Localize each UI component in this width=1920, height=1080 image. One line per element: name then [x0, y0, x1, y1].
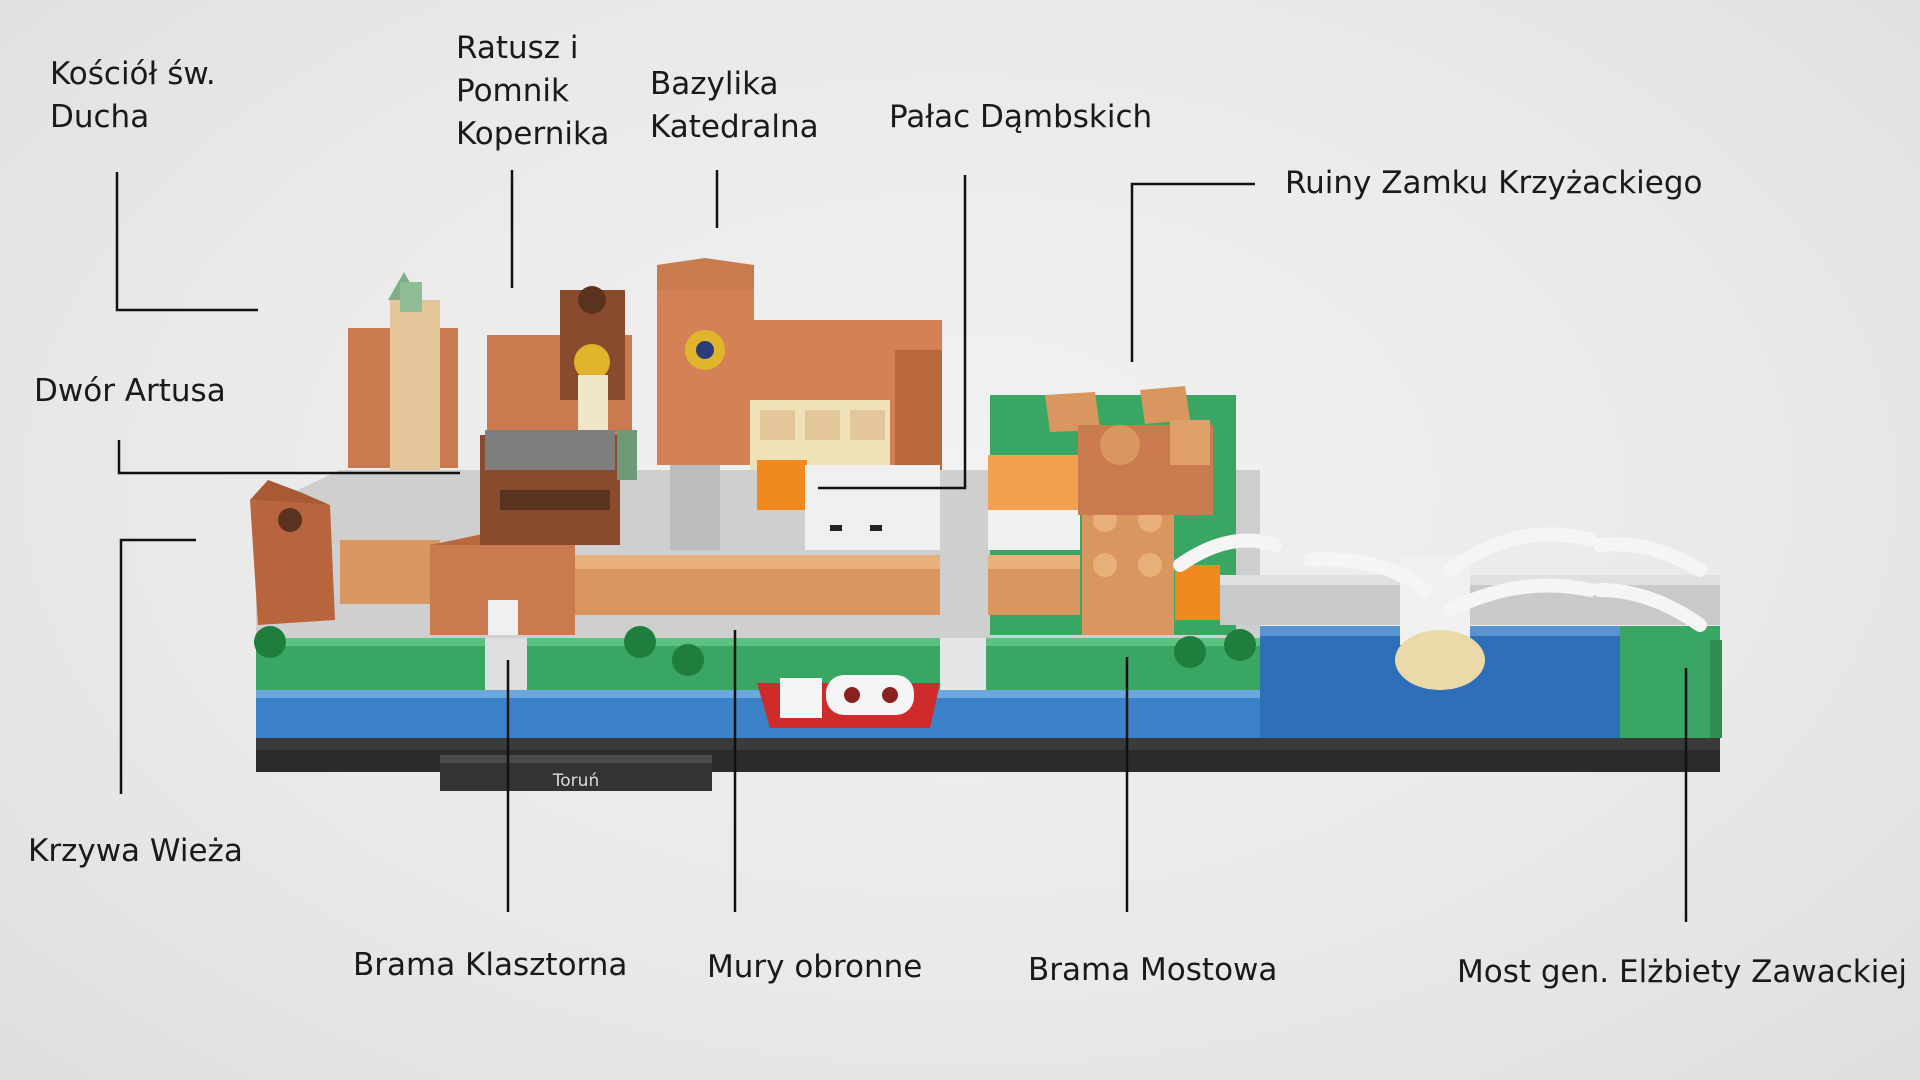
leader-ruiny [1130, 182, 1255, 362]
label-line: Katedralna [650, 109, 819, 145]
leader-krzywa [119, 538, 196, 794]
label-krzywa-wieza: Krzywa Wieża [28, 833, 243, 869]
bazylika-katedralna-model [657, 258, 942, 550]
ratusz-model [487, 286, 632, 445]
grass-strip [256, 626, 1722, 738]
label-dwor-artusa: Dwór Artusa [34, 373, 226, 409]
krzywa-wieza-model [250, 480, 335, 625]
base-plate [256, 735, 1720, 791]
label-palac-dambskich: Pałac Dąmbskich [889, 99, 1153, 135]
label-line: Ratusz i [456, 30, 579, 66]
label-brama-klasztorna: Brama Klasztorna [353, 947, 628, 983]
label-line: Kościół św. [50, 56, 216, 92]
palac-dambskich-model [750, 400, 940, 550]
label-most: Most gen. Elżbiety Zawackiej [1457, 954, 1908, 990]
label-line: Kopernika [456, 116, 610, 152]
plaque-text: Toruń [552, 771, 599, 791]
kosciol-sw-ducha-model [348, 272, 458, 470]
label-line: Pomnik [456, 73, 569, 109]
label-ratusz: Ratusz i Pomnik Kopernika [456, 27, 609, 156]
brama-mostowa-model [988, 455, 1220, 635]
label-ruiny-zamku: Ruiny Zamku Krzyżackiego [1285, 165, 1703, 201]
leader-kosciol [115, 172, 258, 312]
label-line: Ducha [50, 99, 150, 135]
label-brama-mostowa: Brama Mostowa [1028, 952, 1278, 988]
leader-palac [818, 175, 967, 490]
trees [254, 430, 1256, 676]
ruiny-zamku-model [1045, 386, 1213, 515]
label-line: Bazylika [650, 66, 779, 102]
bridge-model [1173, 527, 1720, 690]
label-bazylika: Bazylika Katedralna [650, 63, 819, 149]
leader-dwor [117, 440, 460, 475]
city-walls [340, 540, 1080, 615]
boat-model [757, 675, 940, 728]
label-kosciol-sw-ducha: Kościół św. Ducha [50, 53, 216, 139]
dwor-artusa-model [480, 430, 620, 545]
label-mury-obronne: Mury obronne [707, 949, 923, 985]
